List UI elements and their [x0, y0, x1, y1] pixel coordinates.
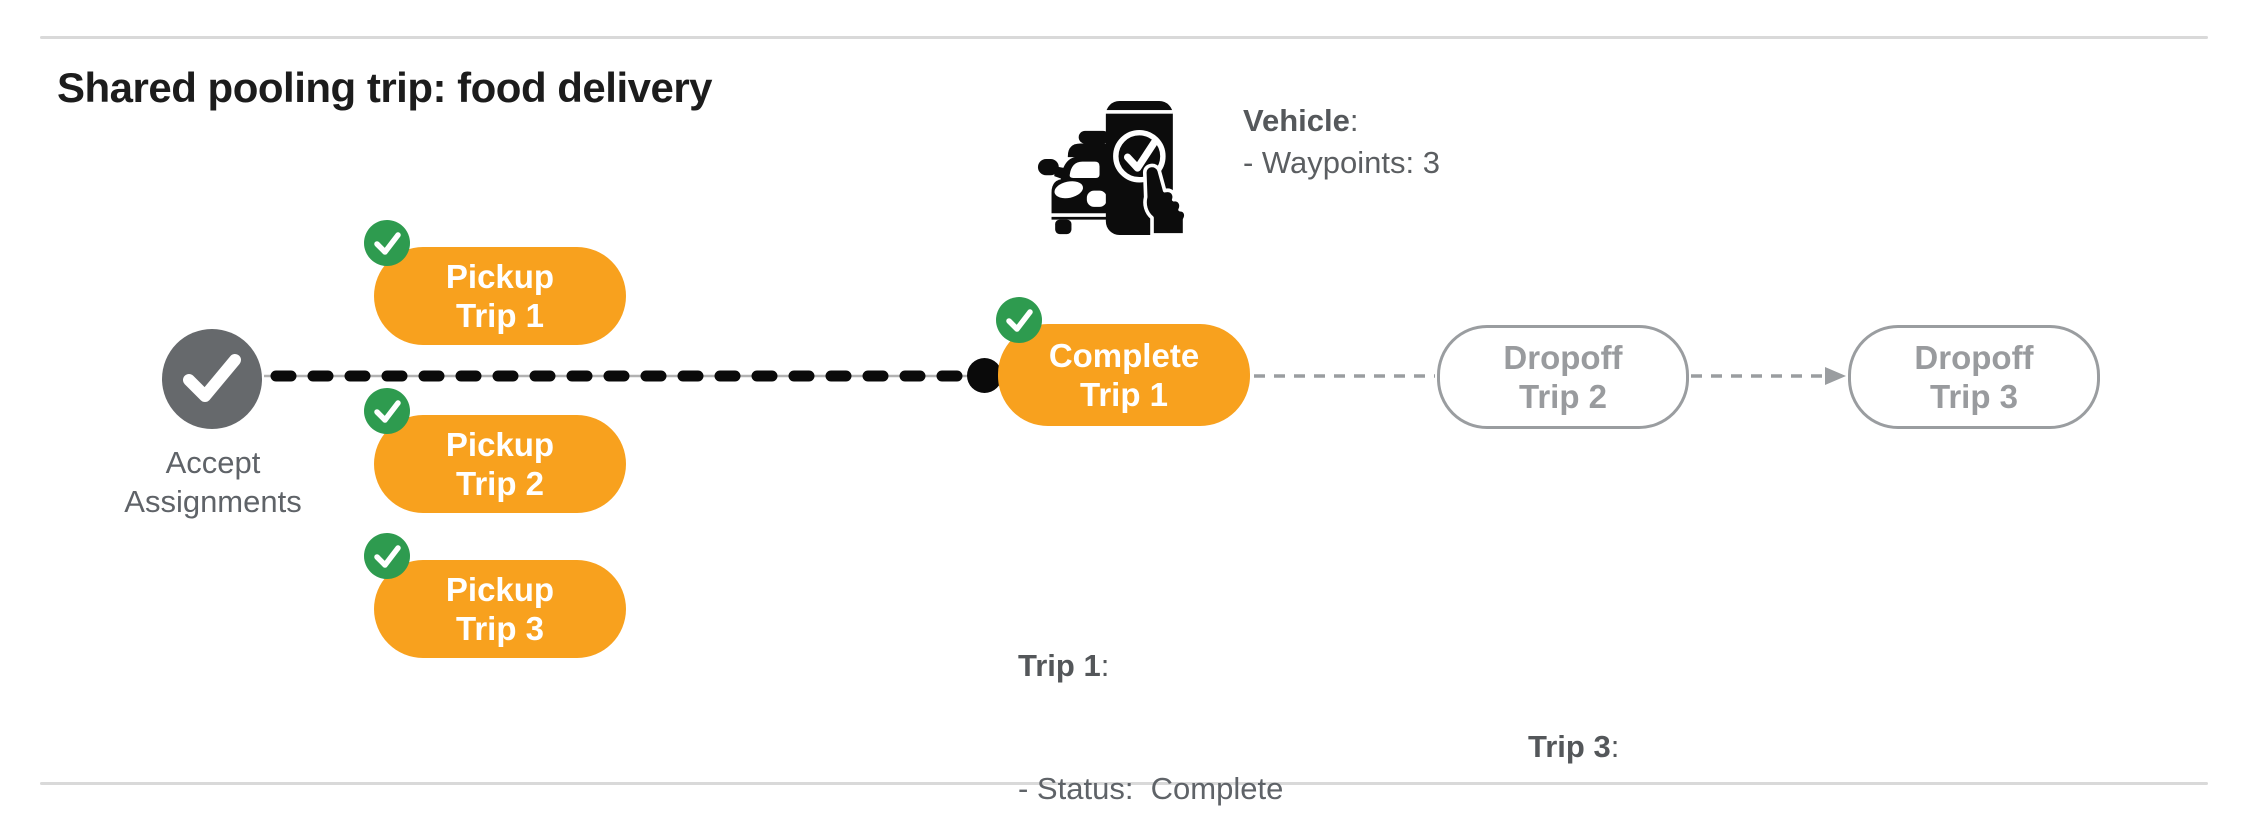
- check-circle-icon: [364, 220, 410, 266]
- node-dropoff-trip-3: Dropoff Trip 3: [1848, 325, 2100, 429]
- status-block-trip-1-2: Trip 1: - Status: Complete - Remaining w…: [1018, 481, 1417, 825]
- status-block-trip-3: Trip 3: - Status: En route to drop-off -…: [1528, 562, 1927, 825]
- check-circle-icon: [996, 297, 1042, 343]
- node-pickup-trip-3: Pickup Trip 3: [364, 533, 626, 658]
- dashed-arrow-connector: [1691, 367, 1846, 385]
- vehicle-info: Vehicle: - Waypoints: 3: [1243, 100, 1440, 184]
- assignment-dashed-line: [264, 370, 980, 382]
- check-circle-icon: [364, 388, 410, 434]
- accept-assignments-node: [162, 329, 262, 429]
- vehicle-waypoints: - Waypoints: 3: [1243, 145, 1440, 180]
- trip-1-status: Trip 1: - Status: Complete - Remaining w…: [1018, 648, 1284, 806]
- node-pickup-trip-2: Pickup Trip 2: [364, 388, 626, 513]
- node-dropoff-trip-2: Dropoff Trip 2: [1437, 325, 1689, 429]
- page-title: Shared pooling trip: food delivery: [57, 64, 713, 111]
- accept-assignments-label: Accept Assignments: [124, 445, 302, 519]
- vehicle-info-label: Vehicle:: [1243, 103, 1359, 138]
- current-position-dot: [967, 358, 1002, 393]
- check-icon: [183, 354, 241, 402]
- top-divider: [40, 36, 2208, 39]
- check-circle-icon: [364, 533, 410, 579]
- car-phone-check-icon: [1037, 101, 1188, 237]
- node-pickup-trip-1: Pickup Trip 1: [364, 220, 626, 345]
- bottom-divider: [40, 782, 2208, 785]
- arrowhead-icon: [1825, 367, 1846, 385]
- node-complete-trip-1: Complete Trip 1: [996, 297, 1250, 426]
- trip-3-status: Trip 3: - Status: En route to drop-off -…: [1528, 729, 1620, 764]
- dashed-connector: [1254, 374, 1435, 378]
